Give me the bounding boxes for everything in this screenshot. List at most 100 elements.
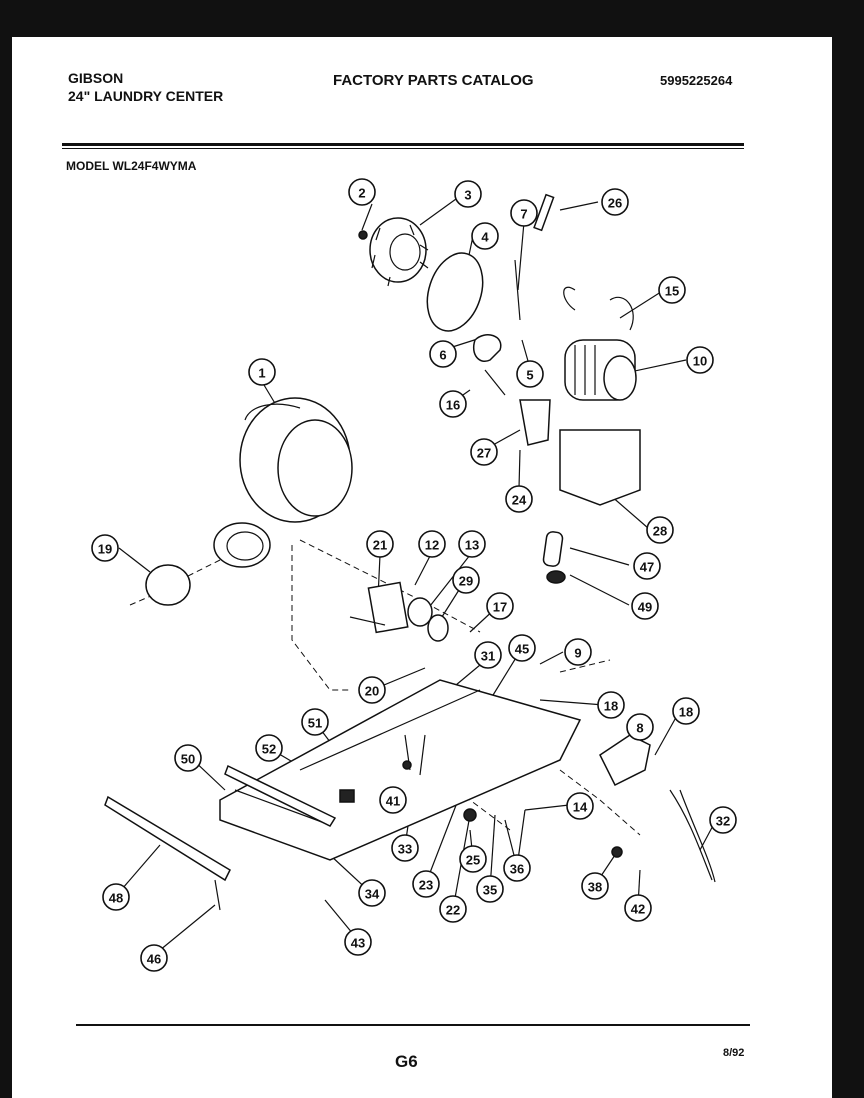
model-number: MODEL WL24F4WYMA — [66, 159, 197, 173]
catalog-title: FACTORY PARTS CATALOG — [333, 72, 534, 89]
callout-circle — [358, 879, 386, 907]
callout-circle — [379, 786, 407, 814]
outlet-ring — [145, 564, 191, 606]
callout-number: 51 — [308, 716, 322, 731]
callout-number: 23 — [419, 878, 433, 893]
callout-7: 7 — [510, 199, 538, 227]
callout-31: 31 — [474, 641, 502, 669]
callout-number: 27 — [477, 446, 491, 461]
callout-circle — [358, 676, 386, 704]
callout-circle — [429, 340, 457, 368]
callout-circle — [454, 180, 482, 208]
page-number: G6 — [395, 1052, 418, 1071]
callout-5: 5 — [516, 360, 544, 388]
header-rule-thin — [62, 148, 744, 149]
callout-number: 19 — [98, 542, 112, 557]
callout-circle — [631, 592, 659, 620]
callout-14: 14 — [566, 792, 594, 820]
callout-number: 14 — [573, 800, 588, 815]
callout-12: 12 — [418, 530, 446, 558]
callout-15: 15 — [658, 276, 686, 304]
motor-mount — [559, 429, 641, 506]
power-cord — [669, 789, 713, 881]
callout-18: 18 — [597, 691, 625, 719]
grommet — [546, 570, 566, 584]
callout-number: 18 — [604, 699, 618, 714]
callout-circle — [91, 534, 119, 562]
callout-circle — [672, 697, 700, 725]
callout-17: 17 — [486, 592, 514, 620]
callout-35: 35 — [476, 875, 504, 903]
callout-21: 21 — [366, 530, 394, 558]
callout-number: 22 — [446, 903, 460, 918]
callout-number: 18 — [679, 705, 693, 720]
callout-circle — [510, 199, 538, 227]
callout-circle — [301, 708, 329, 736]
heater-bracket — [367, 581, 409, 634]
callout-number: 24 — [512, 493, 527, 508]
header-rule — [62, 143, 744, 146]
callout-number: 1 — [258, 366, 265, 381]
callout-circle — [581, 872, 609, 900]
callout-6: 6 — [429, 340, 457, 368]
callout-number: 34 — [365, 887, 380, 902]
callout-circle — [486, 592, 514, 620]
callout-number: 47 — [640, 560, 654, 575]
callout-circle — [470, 438, 498, 466]
callout-number: 43 — [351, 936, 365, 951]
callout-number: 5 — [526, 368, 533, 383]
callout-number: 8 — [636, 721, 643, 736]
callout-circle — [624, 894, 652, 922]
hose — [542, 531, 564, 567]
callout-3: 3 — [454, 180, 482, 208]
callout-38: 38 — [581, 872, 609, 900]
callout-number: 52 — [262, 742, 276, 757]
callout-51: 51 — [301, 708, 329, 736]
callout-number: 2 — [358, 186, 365, 201]
callout-36: 36 — [503, 854, 531, 882]
callout-circle — [633, 552, 661, 580]
callout-number: 20 — [365, 684, 379, 699]
callout-circle — [418, 530, 446, 558]
callout-number: 3 — [464, 188, 471, 203]
callout-circle — [505, 485, 533, 513]
callout-number: 10 — [693, 354, 707, 369]
callout-circle — [348, 178, 376, 206]
callout-42: 42 — [624, 894, 652, 922]
callout-number: 4 — [481, 230, 489, 245]
callout-number: 49 — [638, 600, 652, 615]
callout-number: 33 — [398, 842, 412, 857]
callout-circle — [564, 638, 592, 666]
callout-circle — [597, 691, 625, 719]
callout-22: 22 — [439, 895, 467, 923]
callout-27: 27 — [470, 438, 498, 466]
rear-rail — [224, 764, 337, 827]
callout-circle — [458, 530, 486, 558]
callout-28: 28 — [646, 516, 674, 544]
callout-number: 17 — [493, 600, 507, 615]
callout-circle — [686, 346, 714, 374]
callout-circle — [601, 188, 629, 216]
callout-number: 42 — [631, 902, 645, 917]
callout-49: 49 — [631, 592, 659, 620]
callout-number: 15 — [665, 284, 679, 299]
callout-number: 45 — [515, 642, 529, 657]
callout-number: 35 — [483, 883, 497, 898]
callout-8: 8 — [626, 713, 654, 741]
catalog-part-number: 5995225264 — [660, 73, 733, 88]
idler-bracket — [473, 334, 502, 362]
callout-4: 4 — [471, 222, 499, 250]
product-name: 24" LAUNDRY CENTER — [68, 88, 224, 104]
callout-1: 1 — [248, 358, 276, 386]
callout-number: 50 — [181, 752, 195, 767]
callout-circle — [658, 276, 686, 304]
revision-date: 8/92 — [723, 1047, 745, 1059]
callout-number: 6 — [439, 348, 446, 363]
blower-wheel — [369, 217, 427, 283]
callout-circle — [566, 792, 594, 820]
callout-13: 13 — [458, 530, 486, 558]
brand-name: GIBSON — [68, 70, 124, 86]
callout-48: 48 — [102, 883, 130, 911]
callout-34: 34 — [358, 879, 386, 907]
